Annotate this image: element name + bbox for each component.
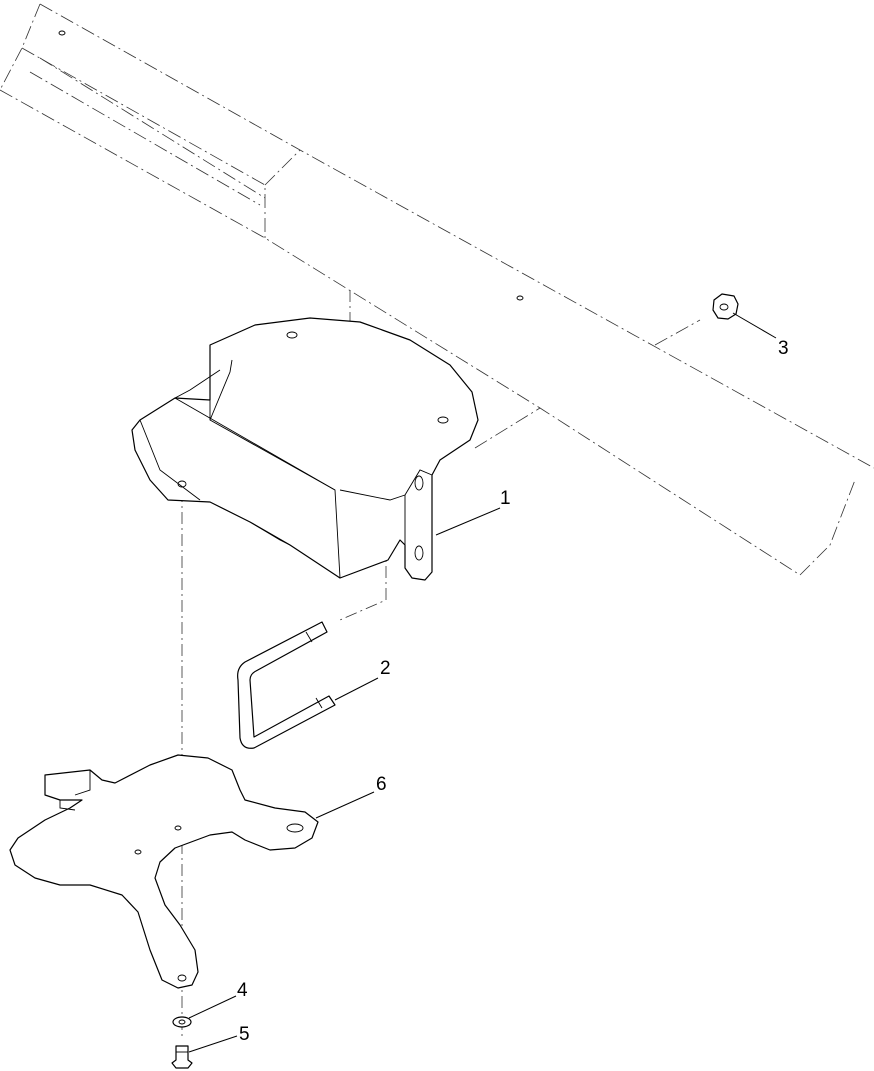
frame-rail-phantom [0, 3, 874, 576]
callout-labels: 1 2 3 4 5 6 [237, 338, 789, 1045]
callout-4: 4 [237, 980, 248, 1001]
leader-5 [188, 1035, 238, 1053]
callout-5: 5 [239, 1024, 250, 1045]
callout-3: 3 [778, 338, 789, 359]
leader-3 [732, 312, 777, 339]
leader-1 [435, 507, 501, 536]
callout-1: 1 [500, 488, 511, 509]
callout-6: 6 [376, 774, 387, 795]
part-5-bolt [171, 1045, 193, 1069]
part-3-flange-nut [712, 293, 739, 320]
callout-leaders [188, 312, 777, 1053]
callout-2: 2 [380, 658, 391, 679]
leader-4 [188, 995, 237, 1019]
leader-6 [315, 791, 375, 819]
part-2-u-bolt [237, 621, 336, 749]
part-4-washer [172, 1016, 192, 1028]
part-1-mounting-bracket [131, 317, 479, 581]
leader-2 [334, 677, 379, 701]
part-6-mounting-plate [9, 754, 319, 989]
